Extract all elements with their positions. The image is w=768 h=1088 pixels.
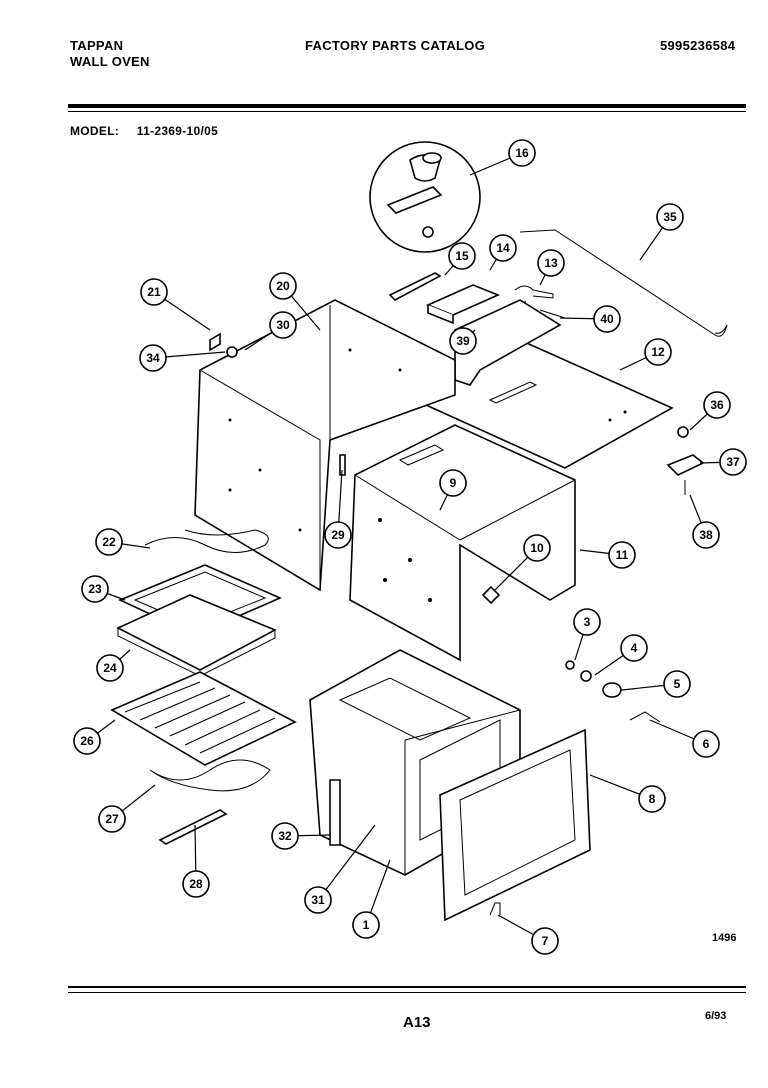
- svg-text:24: 24: [103, 661, 117, 675]
- product-type: WALL OVEN: [70, 54, 150, 69]
- svg-text:35: 35: [663, 210, 677, 224]
- callout-13: 13: [537, 249, 565, 277]
- callout-15: 15: [448, 242, 476, 270]
- svg-text:16: 16: [515, 146, 529, 160]
- callout-22: 22: [95, 528, 123, 556]
- callout-32: 32: [271, 822, 299, 850]
- callout-9: 9: [439, 469, 467, 497]
- svg-text:27: 27: [105, 812, 119, 826]
- callout-31: 31: [304, 886, 332, 914]
- catalog-title: FACTORY PARTS CATALOG: [305, 38, 486, 53]
- svg-text:5: 5: [674, 677, 681, 691]
- model-label: MODEL:: [70, 124, 120, 138]
- svg-text:6: 6: [703, 737, 710, 751]
- part-35-wire: [519, 229, 728, 337]
- part-16-inset: [369, 141, 481, 253]
- callout-12: 12: [644, 338, 672, 366]
- svg-text:30: 30: [276, 318, 290, 332]
- svg-text:21: 21: [147, 285, 161, 299]
- callout-6: 6: [692, 730, 720, 758]
- callout-7: 7: [531, 927, 559, 955]
- svg-text:28: 28: [189, 877, 203, 891]
- svg-text:20: 20: [276, 279, 290, 293]
- callout-14: 14: [489, 234, 517, 262]
- callout-26: 26: [73, 727, 101, 755]
- broil-and-bake-parts: [110, 529, 297, 845]
- svg-text:3: 3: [584, 615, 591, 629]
- footer-rule-thin: [68, 992, 746, 993]
- svg-text:7: 7: [542, 934, 549, 948]
- svg-text:29: 29: [331, 528, 345, 542]
- callout-16: 16: [508, 139, 536, 167]
- callout-37: 37: [719, 448, 747, 476]
- svg-text:23: 23: [88, 582, 102, 596]
- model-line: MODEL: 11-2369-10/05: [70, 124, 218, 138]
- svg-text:8: 8: [649, 792, 656, 806]
- top-hardware: [388, 272, 566, 386]
- callout-8: 8: [638, 785, 666, 813]
- model-number: 11-2369-10/05: [136, 124, 219, 138]
- callout-3: 3: [573, 608, 601, 636]
- svg-text:13: 13: [544, 256, 558, 270]
- svg-text:15: 15: [455, 249, 469, 263]
- svg-text:32: 32: [278, 829, 292, 843]
- svg-text:39: 39: [456, 334, 470, 348]
- catalog-number: 5995236584: [660, 38, 736, 53]
- svg-text:36: 36: [710, 398, 724, 412]
- brand-block: TAPPAN WALL OVEN: [70, 38, 150, 70]
- callout-20: 20: [269, 272, 297, 300]
- part-9-cabinet: [349, 424, 576, 662]
- svg-text:12: 12: [651, 345, 665, 359]
- svg-text:26: 26: [80, 734, 94, 748]
- callout-36: 36: [703, 391, 731, 419]
- callout-4: 4: [620, 634, 648, 662]
- callout-10: 10: [523, 534, 551, 562]
- callout-21: 21: [140, 278, 168, 306]
- brand-name: TAPPAN: [70, 38, 124, 53]
- drawing-number: 1496: [712, 932, 737, 944]
- page-number: A13: [403, 1014, 431, 1031]
- svg-text:9: 9: [450, 476, 457, 490]
- callout-5: 5: [663, 670, 691, 698]
- callout-38: 38: [692, 521, 720, 549]
- header-rule: [68, 104, 746, 108]
- revision-date: 6/93: [705, 1010, 727, 1022]
- svg-text:11: 11: [616, 548, 629, 562]
- svg-text:31: 31: [311, 893, 325, 907]
- footer-rule: [68, 986, 746, 988]
- svg-text:14: 14: [496, 241, 510, 255]
- callout-28: 28: [182, 870, 210, 898]
- svg-text:34: 34: [146, 351, 160, 365]
- callout-29: 29: [324, 521, 352, 549]
- callout-34: 34: [139, 344, 167, 372]
- header-rule-thin: [68, 111, 746, 112]
- svg-text:1: 1: [363, 918, 370, 932]
- callout-30: 30: [269, 311, 297, 339]
- callout-35: 35: [656, 203, 684, 231]
- callout-23: 23: [81, 575, 109, 603]
- svg-text:22: 22: [102, 535, 116, 549]
- callout-11: 11: [608, 541, 636, 569]
- svg-text:4: 4: [631, 641, 638, 655]
- svg-text:37: 37: [726, 455, 740, 469]
- callout-1: 1: [352, 911, 380, 939]
- svg-text:10: 10: [530, 541, 544, 555]
- svg-text:40: 40: [600, 312, 614, 326]
- part-8-door-frame: [439, 728, 591, 922]
- part-20-rear-panel: [194, 299, 456, 592]
- callout-40: 40: [593, 305, 621, 333]
- svg-text:38: 38: [699, 528, 713, 542]
- callout-27: 27: [98, 805, 126, 833]
- callout-24: 24: [96, 654, 124, 682]
- callout-39: 39: [449, 327, 477, 355]
- control-small-parts: [209, 332, 705, 916]
